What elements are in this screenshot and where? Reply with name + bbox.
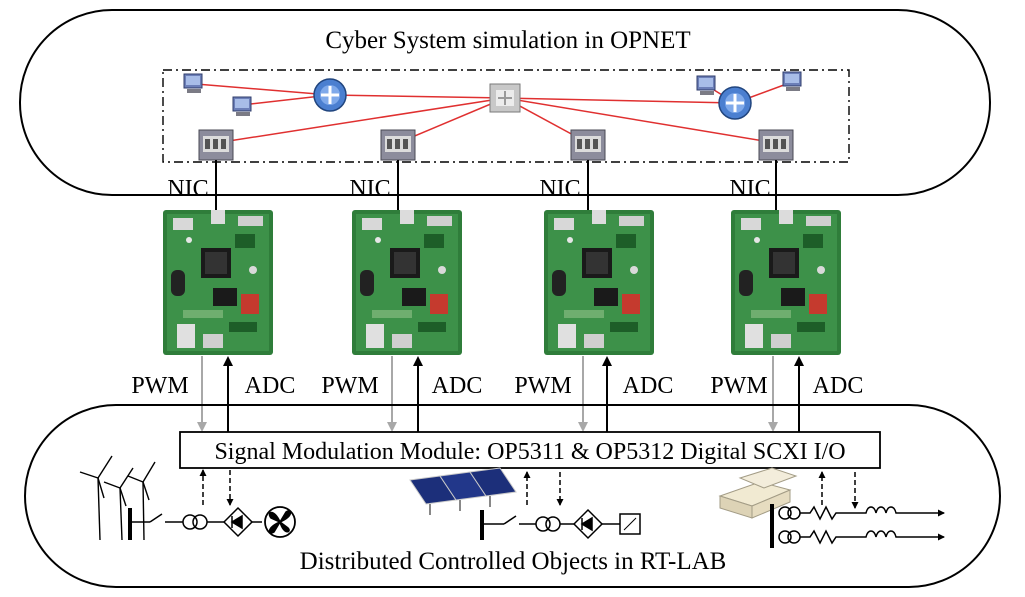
- workstation-icon: [183, 73, 203, 94]
- nic-label: NIC: [167, 176, 208, 202]
- channel-2: NIC PWM ADC: [321, 160, 482, 435]
- pwm-label: PWM: [131, 373, 188, 399]
- solar-panel-icon: [409, 467, 517, 515]
- switch-icon: [570, 129, 606, 161]
- controller-board-icon: [731, 210, 841, 355]
- channel-1: NIC PWM ADC: [131, 160, 295, 435]
- switch-icon: [198, 129, 234, 161]
- pwm-label: PWM: [321, 373, 378, 399]
- opnet-network-boundary: [162, 69, 850, 163]
- switch-icon: [758, 129, 794, 161]
- router-icon: [312, 77, 348, 113]
- load-icon: [718, 467, 798, 519]
- wind-turbine-icon: [79, 455, 156, 541]
- workstation-icon: [232, 96, 252, 117]
- adc-label: ADC: [245, 373, 296, 399]
- physical-system-region: [24, 404, 1001, 588]
- cyber-system-title: Cyber System simulation in OPNET: [325, 27, 690, 54]
- wind-power-chain: [128, 469, 296, 540]
- signal-module-box: [179, 431, 881, 469]
- nic-label: NIC: [349, 176, 390, 202]
- switch-icon: [380, 129, 416, 161]
- channel-3: NIC PWM ADC: [514, 160, 673, 435]
- controller-board-icon: [352, 210, 462, 355]
- cyber-system-region: [19, 9, 991, 196]
- central-switch-icon: [489, 83, 521, 113]
- nic-label: NIC: [539, 176, 580, 202]
- solar-power-chain: [480, 471, 641, 540]
- signal-module-label: Signal Modulation Module: OP5311 & OP531…: [214, 439, 845, 465]
- adc-label: ADC: [813, 373, 864, 399]
- controller-board-icon: [163, 210, 273, 355]
- controller-board-icon: [544, 210, 654, 355]
- adc-label: ADC: [432, 373, 483, 399]
- pwm-label: PWM: [710, 373, 767, 399]
- channel-4: NIC PWM ADC: [710, 160, 863, 435]
- workstation-icon: [782, 71, 802, 92]
- pwm-label: PWM: [514, 373, 571, 399]
- nic-label: NIC: [729, 176, 770, 202]
- load-power-chain: [770, 471, 945, 548]
- adc-label: ADC: [623, 373, 674, 399]
- router-icon: [717, 85, 753, 121]
- physical-system-title: Distributed Controlled Objects in RT-LAB: [300, 548, 727, 575]
- workstation-icon: [696, 75, 716, 96]
